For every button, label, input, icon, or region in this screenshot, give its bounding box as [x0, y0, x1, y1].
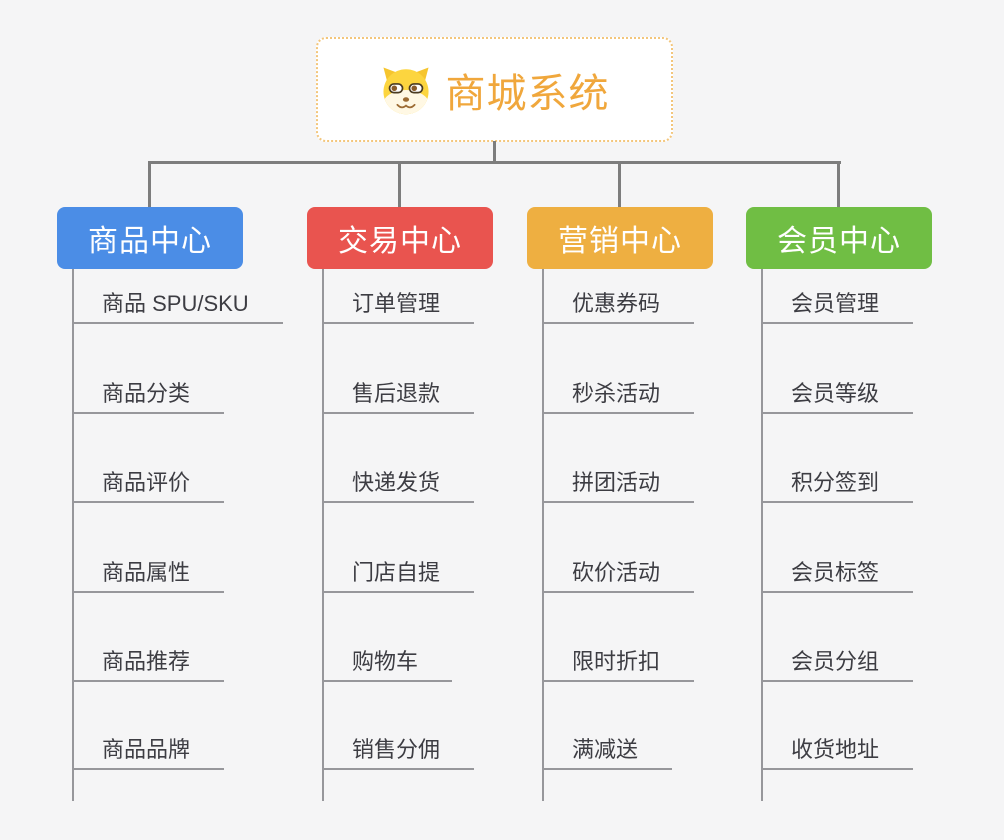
branch-node[interactable]: 会员中心	[746, 207, 932, 269]
connector-drop	[837, 161, 840, 207]
leaf-node[interactable]: 会员分组	[761, 649, 914, 682]
leaf-node[interactable]: 满减送	[542, 737, 673, 770]
branch-node[interactable]: 交易中心	[307, 207, 493, 269]
branch-label: 营销中心	[558, 225, 682, 258]
leaf-label: 积分签到	[791, 470, 880, 495]
root-node[interactable]: 商城系统	[316, 37, 673, 142]
leaf-label: 订单管理	[352, 291, 441, 316]
leaf-node[interactable]: 会员标签	[761, 560, 914, 593]
leaf-label: 限时折扣	[572, 649, 661, 674]
leaf-node[interactable]: 商品评价	[72, 470, 225, 503]
branch-label: 交易中心	[338, 225, 462, 258]
branch-column: 交易中心 订单管理 售后退款 快递发货 门店自提 购物车 销售分佣	[307, 161, 493, 801]
branch-label: 商品中心	[88, 225, 212, 258]
leaf-node[interactable]: 优惠券码	[542, 291, 695, 324]
leaf-node[interactable]: 商品分类	[72, 381, 225, 414]
leaf-label: 商品分类	[102, 381, 191, 406]
leaf-label: 会员等级	[791, 381, 880, 406]
leaf-label: 拼团活动	[572, 470, 661, 495]
leaf-label: 售后退款	[352, 381, 441, 406]
leaf-node[interactable]: 购物车	[322, 649, 453, 682]
doge-icon	[380, 64, 432, 116]
leaf-node[interactable]: 商品品牌	[72, 737, 225, 770]
leaf-node[interactable]: 快递发货	[322, 470, 475, 503]
leaf-label: 秒杀活动	[572, 381, 661, 406]
leaf-label: 砍价活动	[572, 560, 661, 585]
connector-trunk	[761, 269, 763, 801]
leaf-label: 商品评价	[102, 470, 191, 495]
connector-drop	[398, 161, 401, 207]
leaf-node[interactable]: 商品推荐	[72, 649, 225, 682]
leaf-label: 商品推荐	[102, 649, 191, 674]
leaf-node[interactable]: 会员等级	[761, 381, 914, 414]
leaf-label: 会员管理	[791, 291, 880, 316]
leaf-node[interactable]: 秒杀活动	[542, 381, 695, 414]
leaf-node[interactable]: 拼团活动	[542, 470, 695, 503]
leaf-label: 会员标签	[791, 560, 880, 585]
leaf-node[interactable]: 销售分佣	[322, 737, 475, 770]
connector-drop	[148, 161, 151, 207]
connector-rail	[148, 161, 841, 164]
leaf-node[interactable]: 售后退款	[322, 381, 475, 414]
leaf-node[interactable]: 限时折扣	[542, 649, 695, 682]
leaf-label: 快递发货	[352, 470, 441, 495]
branch-node[interactable]: 商品中心	[57, 207, 243, 269]
connector-trunk	[542, 269, 544, 801]
leaf-node[interactable]: 商品属性	[72, 560, 225, 593]
leaf-label: 商品属性	[102, 560, 191, 585]
branch-column: 商品中心 商品 SPU/SKU 商品分类 商品评价 商品属性 商品推荐 商品品牌	[57, 161, 283, 801]
leaf-label: 商品品牌	[102, 737, 191, 762]
leaf-node[interactable]: 会员管理	[761, 291, 914, 324]
leaf-node[interactable]: 收货地址	[761, 737, 914, 770]
leaf-label: 商品 SPU/SKU	[102, 291, 249, 316]
leaf-label: 优惠券码	[572, 291, 661, 316]
leaf-node[interactable]: 砍价活动	[542, 560, 695, 593]
connector-trunk	[72, 269, 74, 801]
branch-column: 会员中心 会员管理 会员等级 积分签到 会员标签 会员分组 收货地址	[746, 161, 932, 801]
leaf-label: 销售分佣	[352, 737, 441, 762]
branch-label: 会员中心	[777, 225, 901, 258]
connector-drop	[618, 161, 621, 207]
leaf-node[interactable]: 商品 SPU/SKU	[72, 291, 283, 324]
branch-node[interactable]: 营销中心	[527, 207, 713, 269]
leaf-label: 门店自提	[352, 560, 441, 585]
leaf-label: 收货地址	[791, 737, 880, 762]
root-title: 商城系统	[445, 71, 610, 116]
leaf-node[interactable]: 积分签到	[761, 470, 914, 503]
connector-root-stem	[493, 141, 496, 164]
leaf-label: 满减送	[572, 737, 639, 762]
connector-trunk	[322, 269, 324, 801]
branch-column: 营销中心 优惠券码 秒杀活动 拼团活动 砍价活动 限时折扣 满减送	[527, 161, 713, 801]
leaf-label: 购物车	[352, 649, 419, 674]
leaf-label: 会员分组	[791, 649, 880, 674]
leaf-node[interactable]: 订单管理	[322, 291, 475, 324]
leaf-node[interactable]: 门店自提	[322, 560, 475, 593]
